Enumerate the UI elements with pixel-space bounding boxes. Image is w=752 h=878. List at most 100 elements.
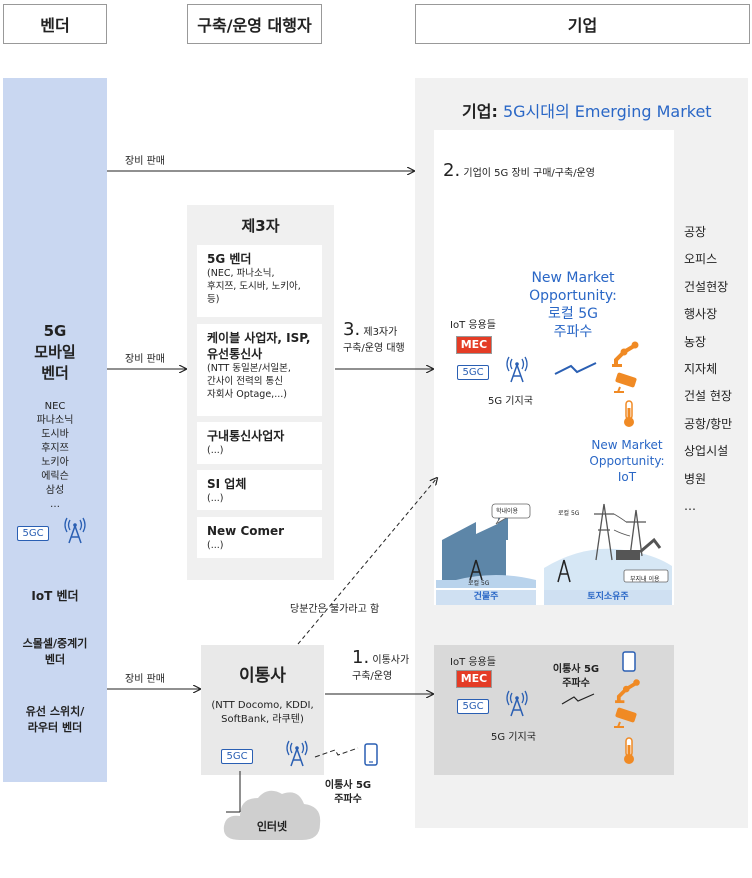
local-base-station-label: 5G 기지국 <box>488 396 533 407</box>
local-iot-apps-label: IoT 응용들 <box>450 320 496 331</box>
thermometer-icon <box>624 400 634 427</box>
card-desc: 후지쯔, 도시바, 노키아, <box>207 281 301 292</box>
place-item: 행사장 <box>684 307 718 322</box>
card-desc: 자회사 Optage,...) <box>207 389 287 400</box>
bottom-freq-line: 이통사 5G <box>552 664 600 675</box>
vendor-title-line: 모바일 <box>34 343 76 361</box>
step2-number: 2. <box>443 160 461 181</box>
land-owner-label: 토지소유주 <box>587 592 629 602</box>
carrier-desc-line: (NTT Docomo, KDDI, <box>211 700 314 711</box>
bottom-freq-line: 주파수 <box>562 678 590 689</box>
step3-line1: 제3자가 <box>363 327 398 338</box>
opp-local-line: 주파수 <box>553 324 593 340</box>
card-title: SI 업체 <box>207 477 247 491</box>
bottom-iot-apps-label: IoT 응용들 <box>450 657 496 668</box>
enterprise-title-bold: 기업: <box>462 102 498 121</box>
vendor-smallcell-line: 스몰셀/중계기 <box>22 637 88 650</box>
step1-line2: 구축/운영 <box>352 671 393 682</box>
label-step2: 2. 기업이 5G 장비 구매/구축/운영 <box>443 160 595 181</box>
place-item: 상업시설 <box>684 444 729 459</box>
bottom-camera-icon <box>614 707 637 728</box>
vendor-5gc-tag: 5GC <box>17 526 49 541</box>
vendor-smallcell: 스몰셀/중계기 벤더 <box>3 636 107 668</box>
header-operator-label: 구축/운영 대행자 <box>197 16 312 35</box>
third-party-card: 구내통신사업자 (...) <box>197 422 322 464</box>
bottom-antenna-icon <box>506 690 528 717</box>
header-vendor-label: 벤더 <box>40 16 70 35</box>
opp-iot-line: Opportunity: <box>589 454 665 468</box>
vendor-title-line: 5G <box>43 322 67 340</box>
building-bubble-label: 학내이용 <box>496 508 519 515</box>
vendor-switch-line: 라우터 벤더 <box>27 721 83 734</box>
vendor-names: NEC 파나소닉 도시바 후지쯔 노키아 에릭슨 삼성 … <box>3 400 107 512</box>
place-item: 공항/항만 <box>684 416 733 431</box>
carrier-phone-icon <box>364 743 378 766</box>
header-vendor: 벤더 <box>3 4 107 44</box>
bottom-mec-tag: MEC <box>456 670 492 688</box>
bottom-base-station-label: 5G 기지국 <box>491 732 536 743</box>
place-item: 건설 현장 <box>684 389 732 404</box>
step1-number: 1. <box>352 647 370 668</box>
land-bubble-label: 부지내 이용 <box>630 576 660 583</box>
third-party-card: SI 업체 (...) <box>197 470 322 510</box>
opp-iot: New Market Opportunity: IoT <box>580 437 674 485</box>
bottom-5gc-tag: 5GC <box>457 699 489 714</box>
bottom-robot-arm-icon <box>615 679 640 704</box>
step1-line1: 이통사가 <box>372 655 410 666</box>
internet-label: 인터넷 <box>256 820 288 833</box>
vendor-iot: IoT 벤더 <box>31 589 79 603</box>
opp-iot-line: IoT <box>617 470 637 484</box>
card-desc: (NTT 동일본/서일본, <box>207 363 291 374</box>
third-party-card: 5G 벤더 (NEC, 파나소닉, 후지쯔, 도시바, 노키아, 등) <box>197 245 322 317</box>
vendor-name: 도시바 <box>41 429 69 440</box>
card-title: 유선통신사 <box>207 347 263 361</box>
land-owner-bar: 토지소유주 <box>544 590 672 605</box>
local-5gc-tag: 5GC <box>457 365 489 380</box>
internet-cloud-icon <box>223 790 321 840</box>
card-title: New Comer <box>207 524 285 538</box>
place-item: 건설현장 <box>684 279 729 294</box>
vendor-switch: 유선 스위치/ 라우터 벤더 <box>3 704 107 736</box>
step3-number: 3. <box>343 319 361 340</box>
arrow-dashed-carrier-to-local <box>297 478 437 645</box>
local-mec-tag: MEC <box>456 336 492 354</box>
label-step3: 3. 제3자가 구축/운영 대행 <box>343 319 405 357</box>
card-desc: (...) <box>207 445 224 456</box>
vendor-title: 5G 모바일 벤더 <box>3 321 107 384</box>
place-item: 병원 <box>684 471 707 486</box>
opp-local-line: Opportunity: <box>529 288 617 304</box>
label-equip-sale-3: 장비 판매 <box>125 674 165 685</box>
card-title: 5G 벤더 <box>207 252 252 266</box>
enterprise-title: 기업: 5G시대의 Emerging Market <box>462 98 712 122</box>
carrier-title: 이통사 <box>239 666 286 686</box>
carrier-freq-line: 이통사 5G <box>324 780 372 791</box>
carrier-box: 이통사 (NTT Docomo, KDDI, SoftBank, 라쿠텐) 5G… <box>201 645 324 775</box>
place-item: 오피스 <box>684 252 718 267</box>
places-list: 공장 오피스 건설현장 행사장 농장 지자체 건설 현장 공항/항만 상업시설 … <box>684 219 732 520</box>
header-enterprise-label: 기업 <box>567 16 598 35</box>
vendor-title-line: 벤더 <box>41 364 69 382</box>
opp-iot-line: New Market <box>591 438 663 452</box>
label-equip-sale-2: 장비 판매 <box>125 354 165 365</box>
vendor-name: 후지쯔 <box>41 443 69 454</box>
vendor-smallcell-line: 벤더 <box>44 653 66 666</box>
carrier-desc-line: SoftBank, 라쿠텐) <box>221 714 304 725</box>
place-item: 지자체 <box>684 362 718 377</box>
label-step1: 1. 이통사가 구축/운영 <box>352 647 410 685</box>
place-item: 공장 <box>684 225 707 239</box>
building-illustration-icon <box>436 500 536 590</box>
bottom-freq: 이통사 5G 주파수 <box>546 663 606 691</box>
camera-icon <box>614 372 637 393</box>
third-party-title: 제3자 <box>241 217 280 235</box>
land-illustration-icon <box>544 500 672 590</box>
vendor-name: 노키아 <box>41 457 69 468</box>
header-enterprise: 기업 <box>415 4 750 44</box>
enterprise-title-rest: 5G시대의 Emerging Market <box>502 102 712 121</box>
card-desc: 간사이 전력의 통신 <box>207 376 283 387</box>
opp-local-line: New Market <box>531 270 615 286</box>
land-local5g-label: 로컬 5G <box>558 510 580 517</box>
vendor-antenna-icon <box>64 517 86 544</box>
carrier-wireless-link <box>314 747 359 758</box>
building-owner-label: 건물주 <box>473 592 499 602</box>
local-wireless-link-icon <box>554 362 597 375</box>
